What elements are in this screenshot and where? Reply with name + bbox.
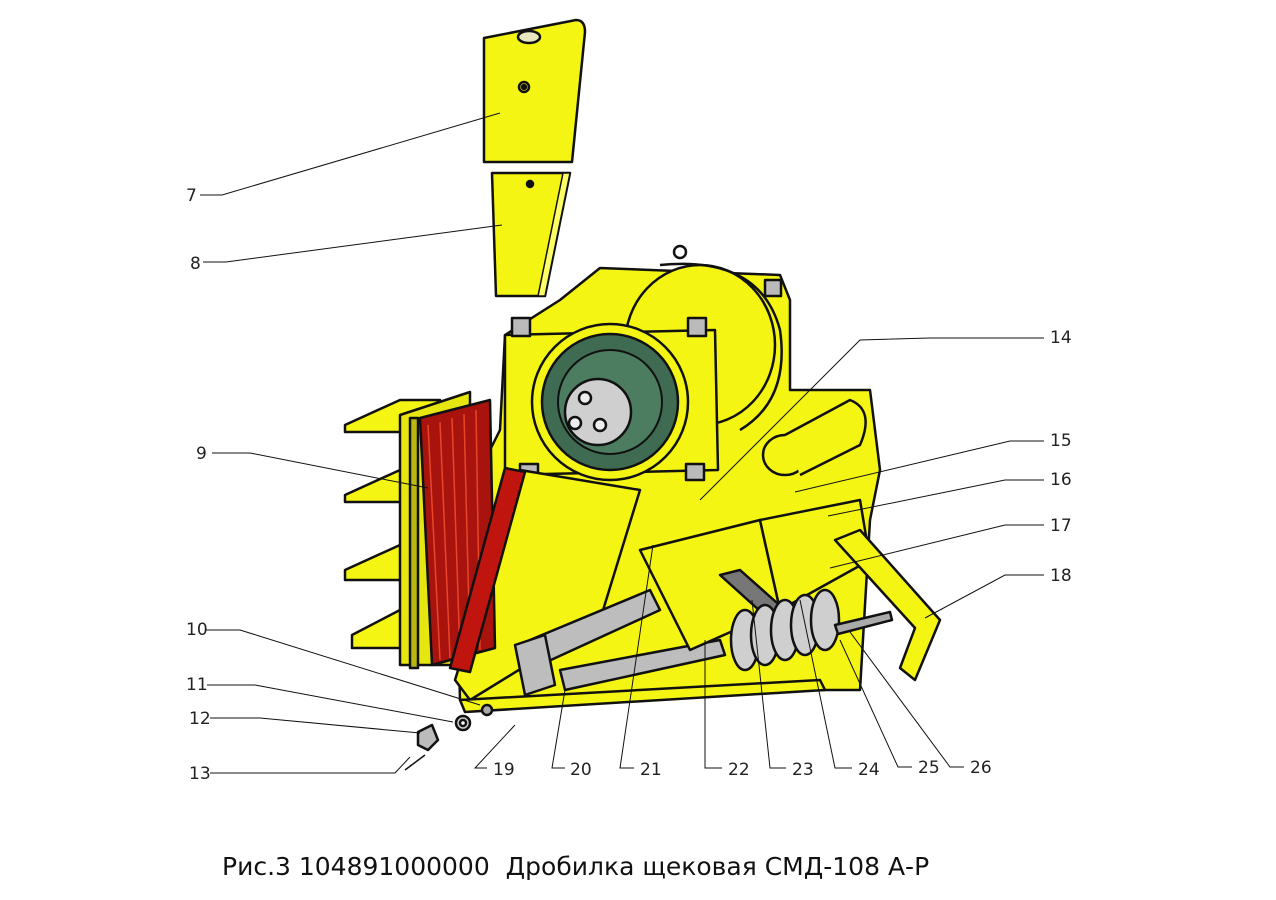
figure-caption: Рис.3 104891000000 Дробилка щековая СМД-… [222, 852, 930, 881]
callout-16: 16 [1050, 470, 1072, 490]
callout-15: 15 [1050, 431, 1072, 451]
callout-20: 20 [570, 760, 592, 780]
callout-12: 12 [189, 709, 211, 729]
callout-10: 10 [186, 620, 208, 640]
callout-22: 22 [728, 760, 750, 780]
callout-17: 17 [1050, 516, 1072, 536]
callout-18: 18 [1050, 566, 1072, 586]
tension-spring [729, 588, 841, 672]
part-7-upper-plate [482, 18, 587, 164]
shaft-end [563, 377, 633, 447]
callout-19: 19 [493, 760, 515, 780]
movable-jaw-plate [448, 466, 527, 674]
part-13-cotter-pin [404, 754, 426, 771]
part-10-pin [480, 703, 494, 717]
callout-13: 13 [189, 764, 211, 784]
callout-24: 24 [858, 760, 880, 780]
part-18-bracket [833, 528, 942, 682]
part-8-lower-plate [490, 171, 572, 298]
part-12-nut [416, 723, 440, 752]
callout-23: 23 [792, 760, 814, 780]
callout-11: 11 [186, 675, 208, 695]
leader-lines [200, 112, 1044, 774]
tension-rod [833, 610, 894, 636]
callout-21: 21 [640, 760, 662, 780]
callout-8: 8 [190, 254, 201, 274]
callout-7: 7 [186, 186, 197, 206]
callout-14: 14 [1050, 328, 1072, 348]
callout-9: 9 [196, 444, 207, 464]
callout-26: 26 [970, 758, 992, 778]
callout-25: 25 [918, 758, 940, 778]
